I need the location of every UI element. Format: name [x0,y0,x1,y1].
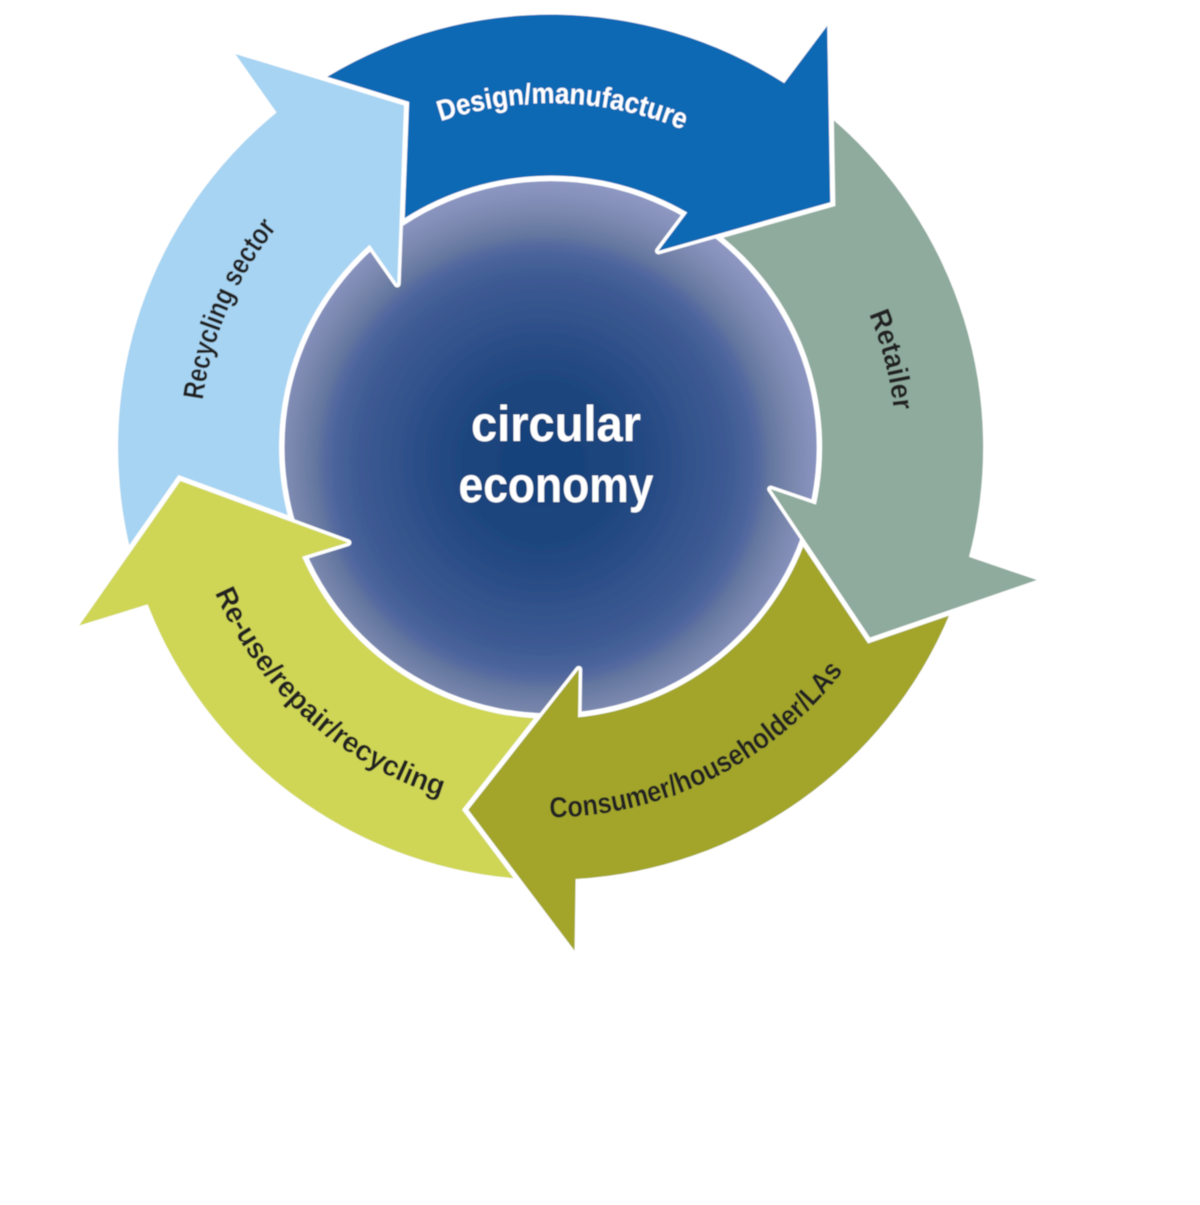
svg-text:circular: circular [471,396,641,452]
svg-text:economy: economy [459,457,654,513]
